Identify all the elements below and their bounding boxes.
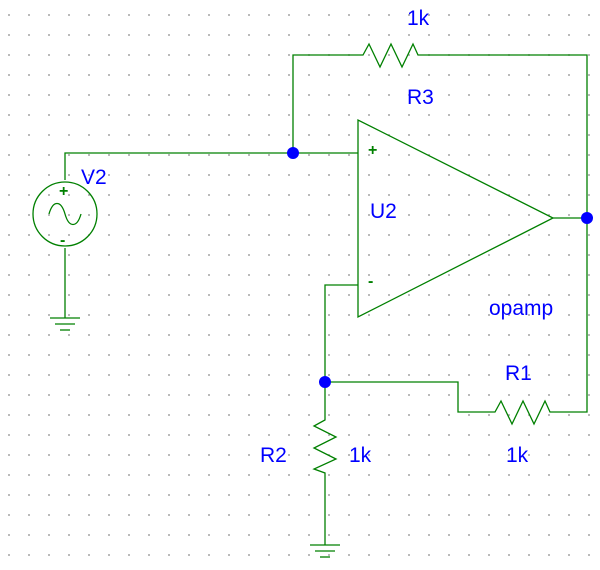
opamp-name-label: U2 xyxy=(370,200,397,223)
opamp-inverting-sign: - xyxy=(368,273,374,290)
sine-wave-icon xyxy=(48,202,82,226)
wire-v2-to-noninverting[interactable] xyxy=(64,152,358,180)
voltage-source-v2[interactable] xyxy=(32,181,98,247)
opamp-noninverting-sign: + xyxy=(368,142,378,159)
ac-voltage-source-icon xyxy=(32,181,98,247)
wire-inverting-input[interactable] xyxy=(324,284,358,412)
ground-icon-source xyxy=(50,317,80,331)
wire-feedback-right[interactable] xyxy=(420,54,588,218)
r2-name-label: R2 xyxy=(260,444,287,467)
wire-feedback-left[interactable] xyxy=(292,54,358,153)
r2-value-label: 1k xyxy=(349,444,372,467)
opamp-triangle-icon xyxy=(357,118,555,319)
wire-r1-left[interactable] xyxy=(325,381,490,413)
opamp-model-label: opamp xyxy=(489,297,554,320)
junction-dot[interactable] xyxy=(581,212,593,224)
ground-icon-r2 xyxy=(310,544,340,558)
wire-opamp-output[interactable] xyxy=(553,217,588,413)
resistor-r3[interactable] xyxy=(358,42,420,69)
resistor-r1[interactable] xyxy=(490,399,555,426)
junction-dot[interactable] xyxy=(287,147,299,159)
wires xyxy=(64,54,588,545)
r3-name-label: R3 xyxy=(407,86,434,109)
junction-dot[interactable] xyxy=(319,376,331,388)
source-name-label: V2 xyxy=(81,166,107,189)
opamp-u2[interactable] xyxy=(357,118,555,319)
r3-value-label: 1k xyxy=(407,7,430,30)
source-minus-sign: - xyxy=(60,232,66,249)
source-plus-sign: + xyxy=(59,183,69,200)
resistor-r2[interactable] xyxy=(312,412,338,478)
r1-value-label: 1k xyxy=(506,444,529,467)
r1-name-label: R1 xyxy=(505,362,532,385)
